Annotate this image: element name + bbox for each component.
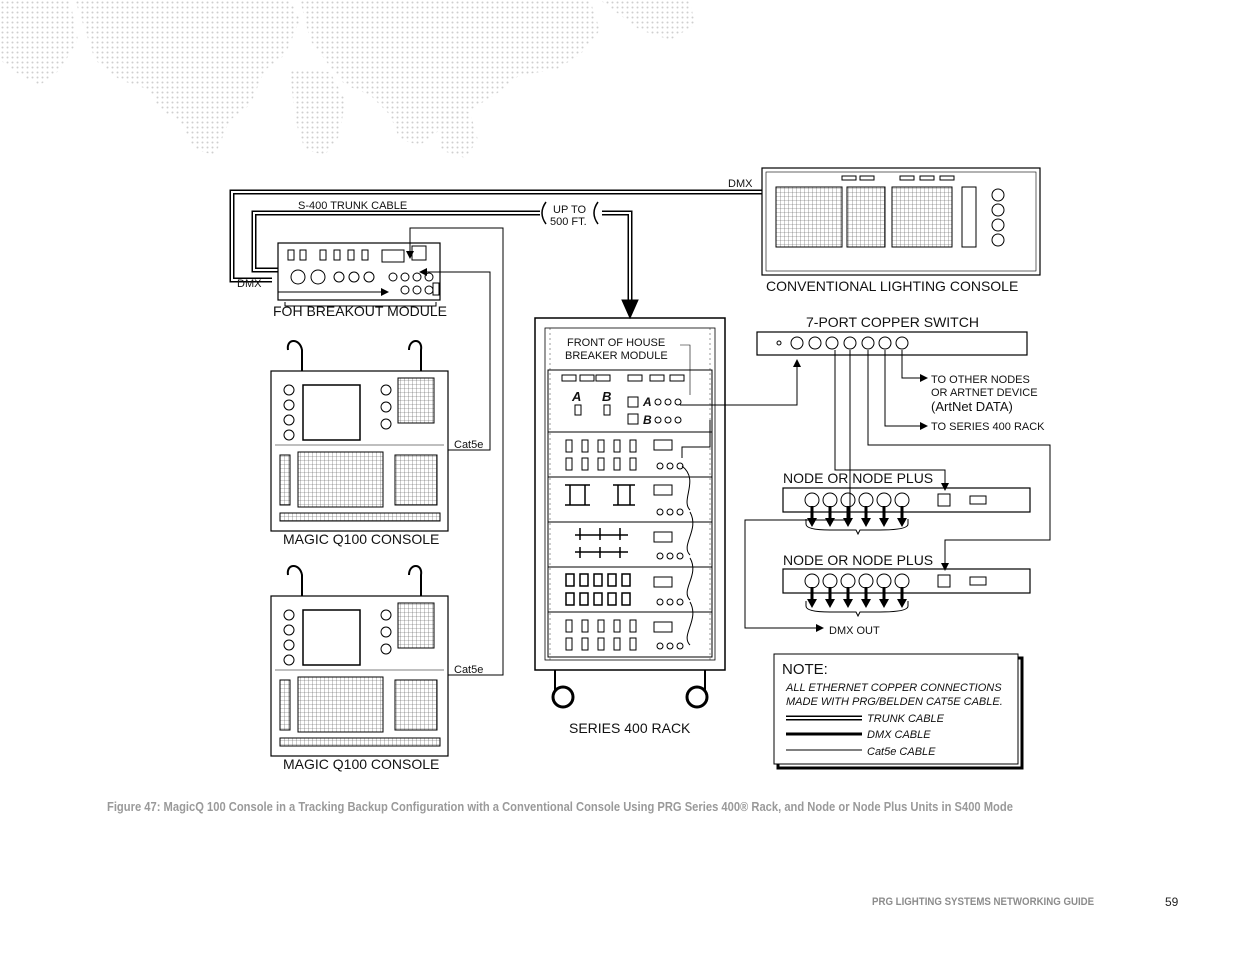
trunk-cable-label: S-400 TRUNK CABLE [298,200,407,212]
dmx-top-label: DMX [728,178,753,190]
up-to-label-2: 500 FT. [550,216,587,228]
to-series-label: TO SERIES 400 RACK [931,421,1045,433]
port-b2-label: B [643,413,652,427]
foh-breaker-label-2: BREAKER MODULE [565,350,668,362]
node-label-1: NODE OR NODE PLUS [783,470,933,486]
page-number: 59 [1165,895,1179,909]
to-other-label-1: TO OTHER NODES [931,374,1030,386]
magic-console-label-2: MAGIC Q100 CONSOLE [283,756,439,772]
switch-label: 7-PORT COPPER SWITCH [806,314,979,330]
note-title: NOTE: [782,661,828,678]
figure-caption: Figure 47: MagicQ 100 Console in a Track… [107,799,1013,814]
up-to-label-1: UP TO [553,204,586,216]
magic-q100-console-1 [270,340,449,532]
to-other-label-2: OR ARTNET DEVICE [931,387,1038,399]
port-a2-label: A [642,395,652,409]
magic-console-label-1: MAGIC Q100 CONSOLE [283,531,439,547]
foh-breaker-label-1: FRONT OF HOUSE [567,337,665,349]
node-dmx-arrows [807,506,907,608]
magic-q100-console-2 [270,565,449,757]
foh-breakout-module [277,242,441,301]
port-a-label: A [571,389,581,404]
note-line-1: ALL ETHERNET COPPER CONNECTIONS [785,682,1002,694]
cat5e-label-1: Cat5e [454,439,483,451]
cat5e-label-2: Cat5e [454,664,483,676]
foh-module-label: FOH BREAKOUT MODULE [273,303,447,319]
legend-trunk: TRUNK CABLE [867,713,945,725]
node-1 [782,487,1031,536]
series-400-rack [534,317,726,709]
legend-cat5e: Cat5e CABLE [867,746,936,758]
trunk-cable [251,210,639,320]
conventional-console-label: CONVENTIONAL LIGHTING CONSOLE [766,278,1018,294]
ethernet-links [680,350,1051,646]
conventional-console [761,167,1041,276]
port-b-label: B [602,389,611,404]
note-box [773,653,1024,770]
dmx-left-label: DMX [237,278,262,290]
node-2 [782,568,1031,618]
legend-dmx: DMX CABLE [867,729,931,741]
to-other-label-3: (ArtNet DATA) [931,399,1013,414]
node-label-2: NODE OR NODE PLUS [783,552,933,568]
footer-title: PRG LIGHTING SYSTEMS NETWORKING GUIDE [872,896,1095,908]
copper-switch [756,331,1028,356]
rack-label: SERIES 400 RACK [569,720,691,736]
dmx-out-label: DMX OUT [829,625,880,637]
world-map-decoration [0,0,695,158]
cat5e-cables [278,227,504,676]
note-line-2: MADE WITH PRG/BELDEN CAT5E CABLE. [786,696,1003,708]
dmx-cable-top [229,189,762,283]
